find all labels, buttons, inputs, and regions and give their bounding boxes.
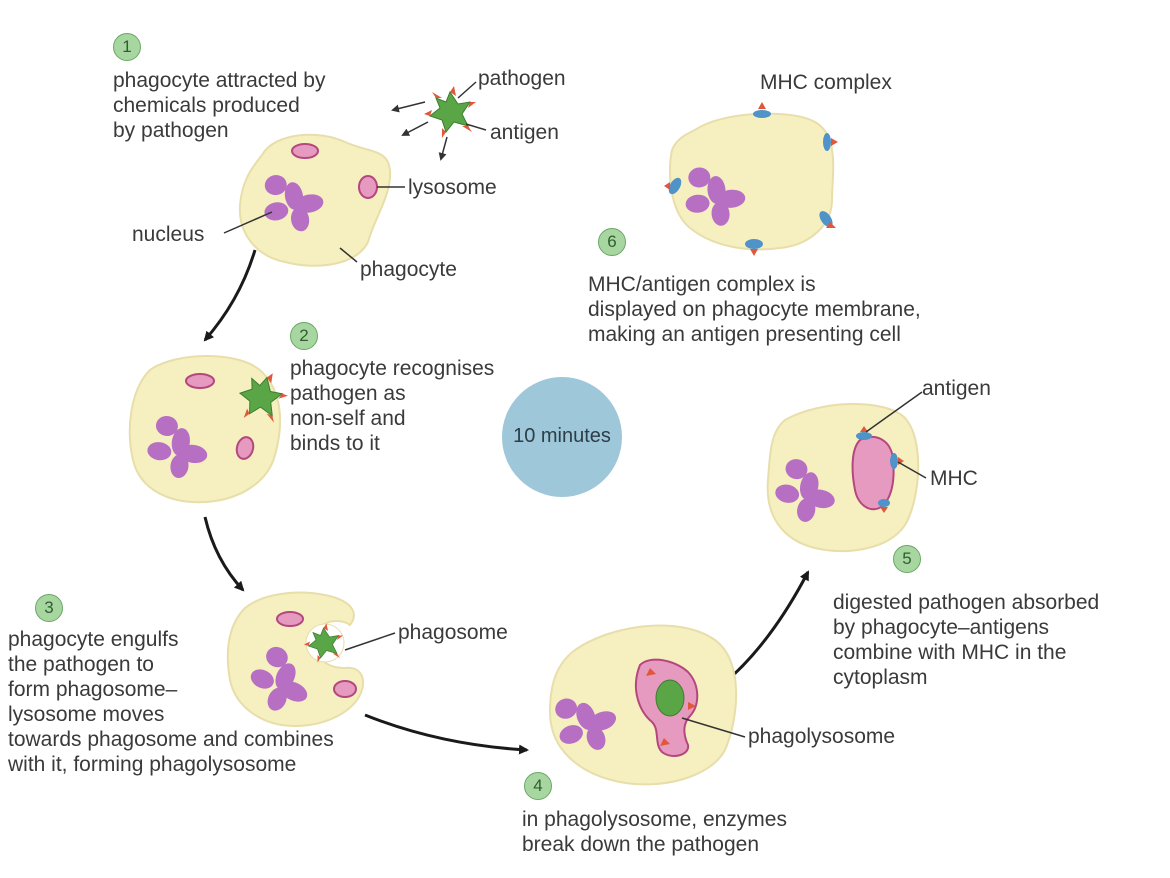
- leader-antigen-top: [465, 123, 487, 131]
- phagocyte-cell-3: [226, 591, 364, 728]
- step-number-4: 4: [524, 772, 552, 800]
- cell-membrane: [668, 112, 835, 251]
- lysosome-shape: [235, 436, 255, 460]
- phagocyte-cell-2: [128, 355, 288, 504]
- pathogen-shape: [424, 86, 476, 138]
- step-number-5: 5: [893, 545, 921, 573]
- leader-phagolysosome: [681, 717, 746, 738]
- leader-nucleus: [223, 211, 273, 234]
- step-number-3: 3: [35, 594, 63, 622]
- chemical-signal-arrows: [391, 101, 448, 161]
- phagocyte-cell-6: [664, 102, 838, 256]
- phagocyte-cell-4: [547, 624, 738, 786]
- arrow-step4-to-step5: [721, 570, 810, 687]
- timer-label: 10 minutes: [513, 425, 611, 447]
- step-number-1: 1: [113, 33, 141, 61]
- lysosome-shape: [333, 680, 357, 698]
- label-nucleus: nucleus: [132, 223, 205, 246]
- step-5-description: digested pathogen absorbed by phagocyte–…: [833, 591, 1100, 689]
- arrow-step3-to-step4: [364, 713, 529, 755]
- vesicle-shape: [851, 435, 895, 511]
- label-phagocyte: phagocyte: [360, 258, 457, 281]
- label-phagolysosome: phagolysosome: [748, 725, 896, 748]
- lysosome-shape: [358, 175, 378, 199]
- phagocyte-cell-1: [238, 133, 392, 267]
- arrow-step2-to-step3: [203, 516, 245, 592]
- label-lysosome: lysosome: [408, 176, 497, 199]
- phagocyte-cell-5: [766, 403, 920, 552]
- leader-phagosome: [344, 632, 396, 651]
- mhc-antigen-complexes: [664, 102, 838, 256]
- step-1-description: phagocyte attracted by chemicals produce…: [113, 69, 326, 142]
- cell-membrane: [766, 403, 920, 552]
- label-antigen-top: antigen: [490, 121, 559, 144]
- pathogen-shape: [304, 623, 343, 663]
- step-3-description: phagocyte engulfs the pathogen to form p…: [8, 628, 334, 776]
- leader-pathogen: [457, 81, 477, 99]
- antigen-fragment: [660, 738, 670, 746]
- label-mhc-complex: MHC complex: [760, 71, 892, 94]
- label-pathogen: pathogen: [478, 67, 566, 90]
- antigen-fragment: [646, 668, 656, 676]
- pathogen-shape: [238, 373, 288, 423]
- digested-pathogen: [655, 679, 685, 717]
- mhc-shape: [856, 432, 898, 507]
- step-number-6: 6: [598, 228, 626, 256]
- timer-overlay: 10 minutes: [502, 377, 622, 497]
- lysosome-shape: [291, 143, 319, 159]
- antigen-fragment: [688, 702, 696, 710]
- cell-membrane: [226, 591, 364, 728]
- step-4-description: in phagolysosome, enzymes break down the…: [522, 808, 787, 856]
- leader-phagocyte: [339, 247, 358, 263]
- lysosome-shape: [185, 373, 215, 389]
- step-number-2: 2: [290, 322, 318, 350]
- step-2-description: phagocyte recognises pathogen as non-sel…: [290, 357, 495, 455]
- label-mhc: MHC: [930, 467, 978, 490]
- label-antigen-right: antigen: [922, 377, 991, 400]
- label-phagosome: phagosome: [398, 621, 508, 644]
- leader-mhc: [897, 461, 927, 479]
- step-6-description: MHC/antigen complex is displayed on phag…: [588, 273, 921, 346]
- leader-antigen-right: [865, 391, 923, 433]
- leader-lines: [223, 81, 927, 738]
- arrow-step1-to-step2: [203, 249, 257, 342]
- lysosome-shape: [276, 611, 304, 627]
